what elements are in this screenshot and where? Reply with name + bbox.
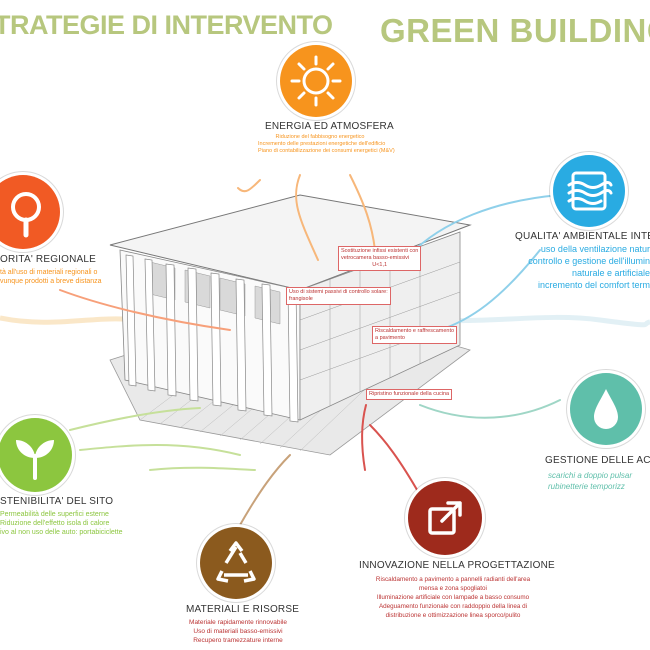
quality-line-2: controllo e gestione dell'illumin xyxy=(528,256,650,266)
note-windows: Sostituzione infissi esistenti con vetro… xyxy=(338,246,422,271)
sun-icon xyxy=(290,55,342,107)
note-windows-line-1: Sostituzione infissi esistenti con xyxy=(341,248,419,254)
water-circle xyxy=(570,373,642,445)
energy-line-3: Piano di contabilizzazione dei consumi e… xyxy=(258,148,395,154)
materials-line-3: Recupero tramezzature interne xyxy=(193,637,283,644)
energy-arrow-2 xyxy=(349,174,376,251)
energy-title: ENERGIA ED ATMOSFERA xyxy=(265,121,394,132)
region-line-2: vunque prodotti a breve distanza xyxy=(0,278,102,285)
note-kitchen: Ripristino funzionale della cucina xyxy=(366,389,453,400)
site-line-1: Permeabilità delle superfici esterne xyxy=(0,511,109,518)
water-text: scarichi a doppio pulsar rubinetterie te… xyxy=(548,470,632,492)
innovation-title: INNOVAZIONE NELLA PROGETTAZIONE xyxy=(359,560,555,571)
note-windows-line-3: U<1,1 xyxy=(372,262,388,268)
site-arrow-2 xyxy=(79,444,241,456)
magnifier-icon xyxy=(11,192,41,238)
materials-text: Materiale rapidamente rinnovabile Uso di… xyxy=(186,618,290,645)
materials-arrow xyxy=(239,454,291,526)
materials-title: MATERIALI E RISORSE xyxy=(186,604,300,615)
recycle-icon xyxy=(216,541,256,583)
quality-line-3: naturale e artificiale xyxy=(571,268,650,278)
external-arrow-icon xyxy=(428,501,462,535)
note-heating-line-1: Riscaldamento e raffrescamento xyxy=(375,328,455,334)
innovation-arrow-2 xyxy=(361,404,367,471)
quality-text: uso della ventilazione natur controllo e… xyxy=(500,243,650,291)
water-arrow xyxy=(419,399,561,419)
site-arrow-3 xyxy=(149,466,256,471)
materials-line-2: Uso di materiali basso-emissivi xyxy=(193,628,283,635)
innovation-line-2: mensa e zona spogliatoi xyxy=(419,585,487,592)
innovation-line-5: distribuzione e ottimizzazione linea spo… xyxy=(385,612,521,619)
innovation-circle xyxy=(408,481,482,555)
innovation-arrow-1 xyxy=(369,424,421,496)
note-heating-line-2: a pavimento xyxy=(375,335,405,341)
region-line-1: tà all'uso di materiali regionali o xyxy=(0,269,98,276)
water-line-1: scarichi a doppio pulsar xyxy=(548,471,633,480)
energy-text: Riduzione del fabbisogno energetico Incr… xyxy=(258,134,395,155)
region-arrow xyxy=(59,289,231,331)
note-shading-line-2: frangisole xyxy=(289,296,313,302)
note-windows-line-2: vetrocamera basso-emissivi xyxy=(341,255,410,261)
water-title: GESTIONE DELLE ACQ xyxy=(545,455,650,466)
innovation-line-4: Adeguamento funzionale con raddoppio del… xyxy=(378,603,528,610)
quality-line-4: incremento del comfort term xyxy=(537,280,650,290)
energy-arrow-3 xyxy=(237,179,261,193)
energy-circle xyxy=(280,45,352,117)
ventilation-icon xyxy=(567,171,613,211)
note-shading-line-1: Uso di sistemi passivi di controllo sola… xyxy=(289,289,388,295)
sprout-icon xyxy=(16,440,54,480)
materials-circle xyxy=(200,527,272,599)
quality-title: QUALITA' AMBIENTALE INTER xyxy=(515,231,650,242)
wave-band-right xyxy=(419,314,650,328)
quality-line-1: uso della ventilazione natur xyxy=(540,244,650,254)
heading-strategies: TRATEGIE DI INTERVENTO xyxy=(0,10,333,40)
materials-line-1: Materiale rapidamente rinnovabile xyxy=(189,619,287,626)
site-title: STENIBILITA' DEL SITO xyxy=(0,496,114,507)
site-line-3: ivo al non uso delle auto: portabiciclet… xyxy=(0,529,123,536)
quality-circle xyxy=(553,155,625,227)
building-columns xyxy=(125,254,299,423)
innovation-line-3: Illuminazione artificiale con lampade a … xyxy=(376,594,530,601)
note-heating: Riscaldamento e raffrescamento a pavimen… xyxy=(372,326,458,344)
innovation-line-1: Riscaldamento a pavimento a pannelli rad… xyxy=(375,576,531,583)
site-text: Permeabilità delle superfici esterne Rid… xyxy=(0,510,123,537)
note-kitchen-line-1: Ripristino funzionale della cucina xyxy=(369,391,450,397)
heading-green-building: GREEN BUILDING xyxy=(380,12,650,49)
water-line-2: rubinetterie temporizz xyxy=(548,482,625,491)
building-roof xyxy=(109,194,472,291)
energy-arrow-1 xyxy=(295,174,319,261)
region-circle xyxy=(0,175,60,249)
region-title: ORITA' REGIONALE xyxy=(0,254,97,265)
site-line-2: Riduzione dell'effetto isola di calore xyxy=(0,520,110,527)
site-arrow-1 xyxy=(69,407,201,431)
region-text: tà all'uso di materiali regionali o vunq… xyxy=(0,268,102,286)
water-drop-icon xyxy=(594,389,618,429)
energy-line-1: Riduzione del fabbisogno energetico xyxy=(275,134,365,140)
innovation-text: Riscaldamento a pavimento a pannelli rad… xyxy=(370,575,536,620)
energy-line-2: Incremento delle prestazioni energetiche… xyxy=(258,141,386,147)
note-shading: Uso di sistemi passivi di controllo sola… xyxy=(286,287,391,305)
site-circle xyxy=(0,418,72,492)
